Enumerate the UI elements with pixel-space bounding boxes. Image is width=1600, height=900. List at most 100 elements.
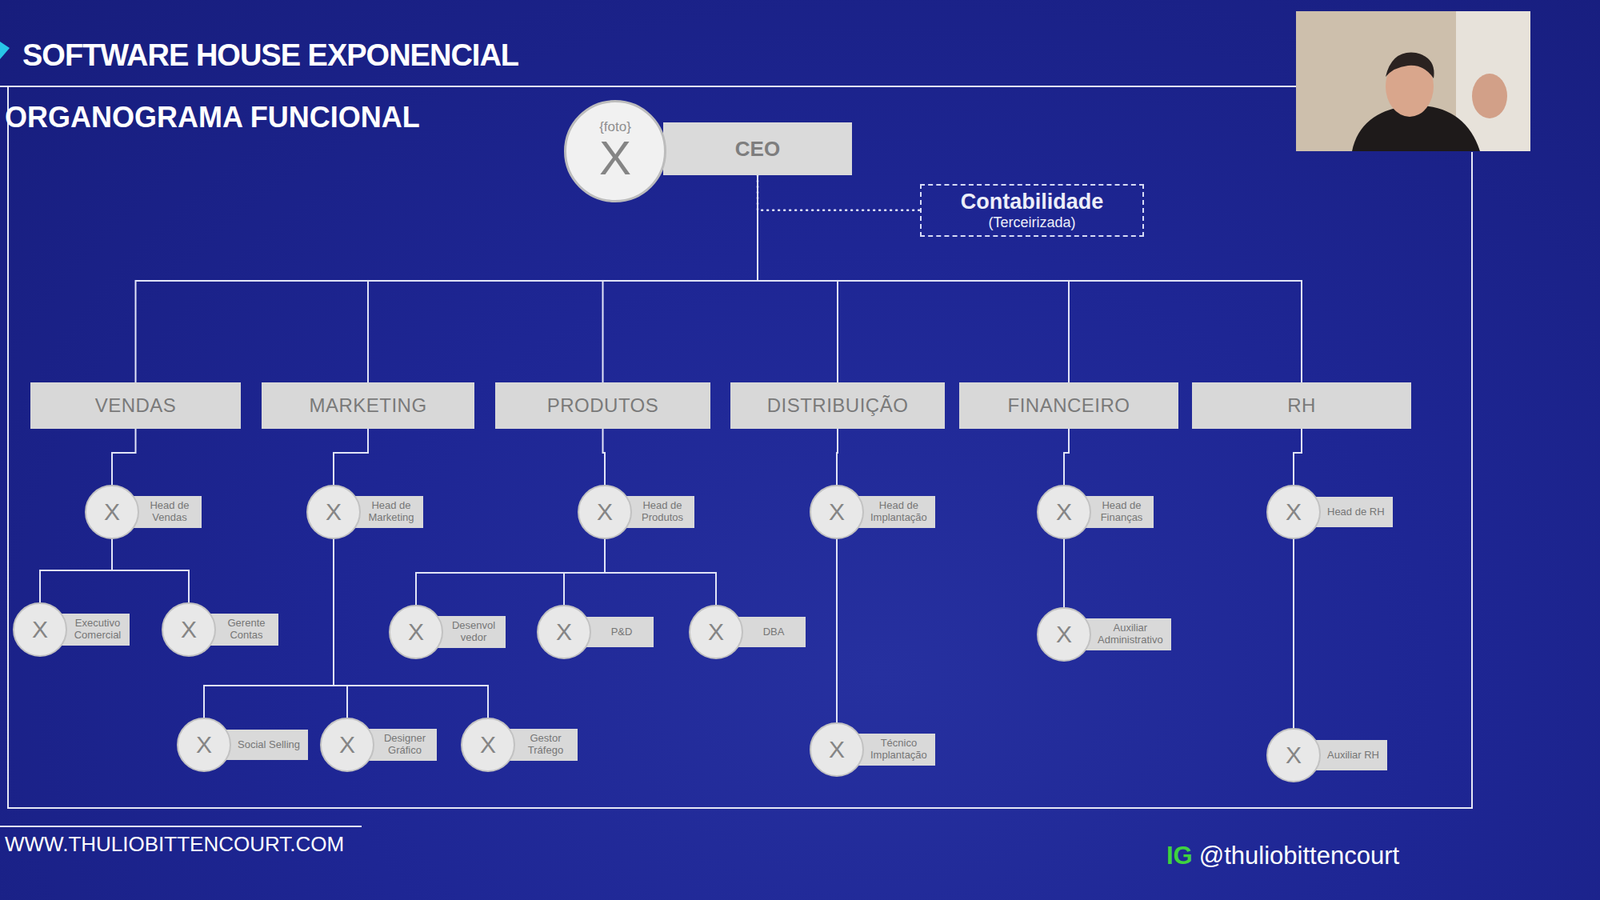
org-connector [1063,539,1065,608]
node-text: X [596,500,613,524]
website-url: WWW.THULIOBITTENCOURT.COM [4,832,344,857]
person-circle: X [809,722,864,777]
node-text: RH [1287,394,1316,417]
node-text: Desenvol vedor [449,620,498,644]
department-box: FINANCEIRO [959,382,1179,429]
webcam-overlay [1296,11,1531,152]
person-circle: X [1036,484,1092,540]
department-box: VENDAS [30,382,241,429]
node-text: Executivo Comercial [73,617,122,642]
person-circle: X [688,604,744,660]
person-circle: X [460,717,516,772]
node-text: CEO [735,136,780,162]
node-text: {foto} [599,120,632,136]
node-text: Head de Marketing [367,500,416,524]
node-text: Técnico Implantação [870,737,928,762]
social-prefix: IG [1166,841,1193,871]
node-text: Head de Produtos [638,500,687,524]
org-connector [836,428,838,485]
node-text: X [32,617,48,642]
node-text: X [599,134,632,183]
person-circle: X [1266,728,1321,783]
department-box: MARKETING [261,382,475,429]
org-connector [368,175,758,383]
person-circle: X [388,604,444,660]
org-connector [40,539,112,603]
org-connector [564,539,605,605]
org-connector [333,539,348,718]
node-text: Auxiliar Administrativo [1097,622,1164,647]
node-text: X [408,620,424,644]
node-text: Head de Vendas [145,500,194,524]
slide-title: SOFTWARE HOUSE EXPONENCIAL [22,38,519,73]
node-text: Gestor Tráfego [521,732,570,757]
node-text: (Terceirizada) [988,214,1076,232]
node-text: P&D [611,626,633,639]
node-text: DISTRIBUIÇÃO [767,394,909,417]
node-text: FINANCEIRO [1007,394,1130,417]
outsourced-box: Contabilidade(Terceirizada) [920,184,1144,237]
subtitle: ORGANOGRAMA FUNCIONAL [4,100,420,135]
org-connector [112,539,189,603]
node-text: X [1285,500,1302,524]
node-text: X [828,737,845,762]
department-box: DISTRIBUIÇÃO [730,382,945,429]
node-text: Head de Implantação [870,500,928,524]
org-connector [416,539,605,605]
header-rule [0,85,1296,88]
department-box: PRODUTOS [495,382,711,429]
webcam-frame [1296,11,1531,152]
org-connector [333,428,368,485]
node-text: X [1056,500,1072,524]
org-connector [836,539,838,723]
node-text: X [708,620,724,644]
org-connector [1292,539,1295,728]
chart-frame [8,86,1472,808]
node-text: X [325,500,342,524]
person-circle: X [161,602,216,657]
person-circle: X [306,484,361,540]
node-text: X [1285,743,1302,768]
person-circle: X [577,484,632,540]
org-connector [1293,428,1302,485]
org-connector [604,539,716,605]
person-circle: X [84,484,140,540]
org-connector [757,175,1302,383]
node-text: Contabilidade [960,189,1104,215]
webcam-person-hand [1472,73,1508,119]
node-text: X [1056,622,1072,647]
footer-rule [0,825,362,828]
org-connector [112,428,136,485]
person-circle: X [1036,607,1092,662]
org-connector [136,175,759,383]
org-connector [1064,428,1069,485]
person-circle: X [809,484,864,540]
node-text: X [828,500,845,524]
node-text: VENDAS [95,394,177,417]
person-circle: X [320,717,375,772]
node-text: PRODUTOS [547,394,660,417]
webcam-person-hair [1385,52,1435,79]
org-connector [603,428,606,485]
node-text: Auxiliar RH [1327,749,1380,762]
node-text: Head de RH [1327,506,1385,519]
person-circle: X [536,604,592,660]
dotted-connector [757,175,920,211]
person-circle: X [1266,484,1321,540]
org-connector [757,175,838,383]
person-circle: X [176,717,232,772]
photo-circle: {foto}X [564,100,667,203]
node-text: Head de Finanças [1097,500,1146,524]
department-box: RH [1192,382,1412,429]
org-connector [603,175,759,383]
node-text: DBA [763,626,785,639]
node-text: X [180,617,197,642]
role-box: CEO [663,122,852,176]
node-text: MARKETING [308,394,427,417]
node-text: Social Selling [237,739,300,752]
node-text: X [196,732,212,757]
node-text: Designer Gráfico [380,732,429,757]
